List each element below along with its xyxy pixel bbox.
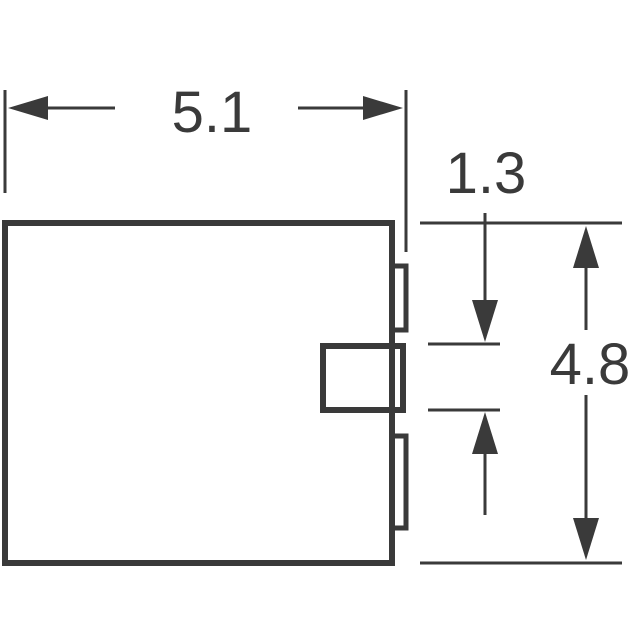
width-label: 5.1 <box>172 80 253 145</box>
height-label: 4.8 <box>550 332 631 397</box>
arrowhead-width-left <box>8 96 48 120</box>
arrowhead-tab-up <box>472 412 498 454</box>
arrowhead-tab-down <box>472 300 498 342</box>
component-body <box>2 220 395 566</box>
tab-label: 1.3 <box>446 141 527 206</box>
upper-terminal <box>389 263 409 333</box>
arrowhead-height-down <box>573 518 599 560</box>
center-terminal <box>320 343 406 413</box>
arrowhead-height-up <box>573 226 599 268</box>
arrowhead-width-right <box>363 96 403 120</box>
lower-terminal <box>389 433 409 531</box>
